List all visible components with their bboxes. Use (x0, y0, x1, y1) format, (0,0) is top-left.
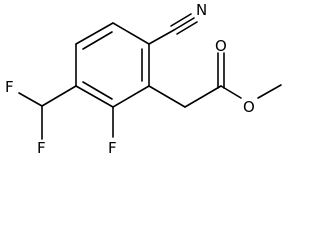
nitrile-triple-bond (176, 21, 198, 35)
ring-bond-inner (82, 81, 113, 100)
ester-oxygen-label: O (243, 98, 255, 116)
nitrile-bond (148, 29, 175, 45)
difluoromethyl-fluorine-label: F (5, 78, 14, 96)
ortho-fluorine-label: F (108, 139, 117, 157)
ring-to-cf2-bond (41, 85, 77, 107)
ring-bond-inner (82, 31, 113, 50)
ester-o-to-methyl-bond (257, 84, 282, 99)
ring-bond (112, 85, 150, 108)
ch2-to-carbonyl-bond (184, 85, 222, 108)
bonds (18, 13, 282, 140)
difluoromethyl-fluorine-label: F (37, 139, 46, 157)
carbonyl-oxygen-label: O (215, 37, 227, 55)
nitrile-triple-bond (173, 17, 195, 31)
nitrile-nitrogen-label: N (196, 1, 207, 19)
ring-to-ch2-bond (148, 85, 186, 108)
carbonyl-to-ester-o-bond (220, 85, 242, 99)
ring-bond (75, 85, 114, 108)
cf2-f-bond (18, 92, 43, 107)
ring-bond (112, 22, 150, 45)
molecule-structure: N O O F F F (5, 1, 282, 157)
nitrile-triple-bond (170, 13, 192, 27)
ring-bond (75, 22, 114, 45)
atom-labels: N O O F F F (5, 1, 255, 157)
